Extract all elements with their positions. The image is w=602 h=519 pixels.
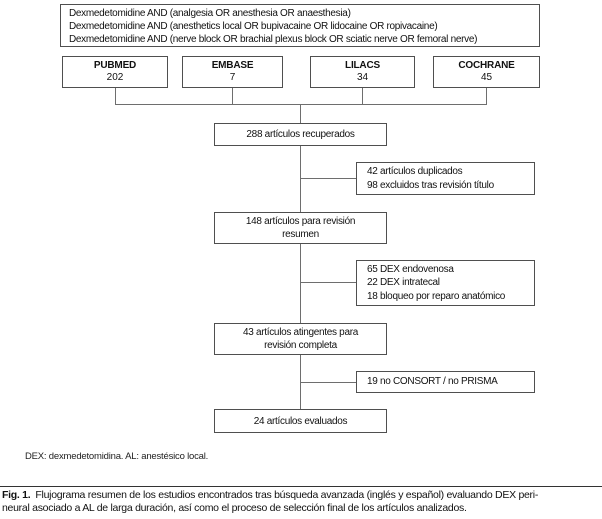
spine-segment-2	[300, 146, 301, 212]
connector-embase-down	[232, 88, 233, 104]
figure-caption-label: Fig. 1.	[2, 489, 31, 501]
connector-lilacs-down	[362, 88, 363, 104]
connector-pubmed-down	[115, 88, 116, 104]
branch-line-abstract-exclusions	[300, 282, 356, 283]
connector-cochrane-down	[486, 88, 487, 104]
exclusion-box-title-screening: 42 artículos duplicados 98 excluidos tra…	[356, 162, 535, 195]
database-name: PUBMED	[93, 60, 137, 71]
database-name: EMBASE	[211, 60, 254, 71]
abbreviations-footnote: DEX: dexmedetomidina. AL: anestésico loc…	[25, 451, 209, 462]
database-box-embase: EMBASE 7	[182, 56, 283, 88]
figure-caption-text-line1: Flujograma resumen de los estudios encon…	[35, 489, 539, 501]
branch-line-title-exclusions	[300, 178, 356, 179]
database-count: 45	[480, 72, 493, 83]
spine-segment-3	[300, 244, 301, 323]
figure-caption-text-line2: neural asociado a AL de larga duración, …	[2, 502, 467, 514]
database-box-pubmed: PUBMED 202	[62, 56, 168, 88]
flow-box-articles-recovered: 288 artículos recuperados	[214, 123, 387, 146]
database-count: 34	[356, 72, 369, 83]
database-name: COCHRANE	[458, 60, 515, 71]
connector-databases-horizontal	[115, 104, 487, 105]
database-box-lilacs: LILACS 34	[310, 56, 415, 88]
flow-box-articles-evaluated: 24 artículos evaluados	[214, 409, 387, 433]
caption-divider	[0, 486, 602, 487]
branch-line-full-exclusions	[300, 382, 356, 383]
database-box-cochrane: COCHRANE 45	[433, 56, 540, 88]
exclusion-box-full-text-screening: 19 no CONSORT / no PRISMA	[356, 371, 535, 393]
flow-box-full-review: 43 artículos atingentes para revisión co…	[214, 323, 387, 355]
search-query-box: Dexmedetomidine AND (analgesia OR anesth…	[60, 4, 540, 47]
flow-box-abstract-review: 148 artículos para revisión resumen	[214, 212, 387, 244]
spine-segment-1	[300, 104, 301, 123]
database-name: LILACS	[345, 60, 380, 71]
database-count: 7	[229, 72, 236, 83]
figure-caption: Fig. 1. Flujograma resumen de los estudio…	[2, 489, 601, 515]
exclusion-box-abstract-screening: 65 DEX endovenosa 22 DEX intratecal 18 b…	[356, 260, 535, 306]
database-count: 202	[106, 72, 124, 83]
